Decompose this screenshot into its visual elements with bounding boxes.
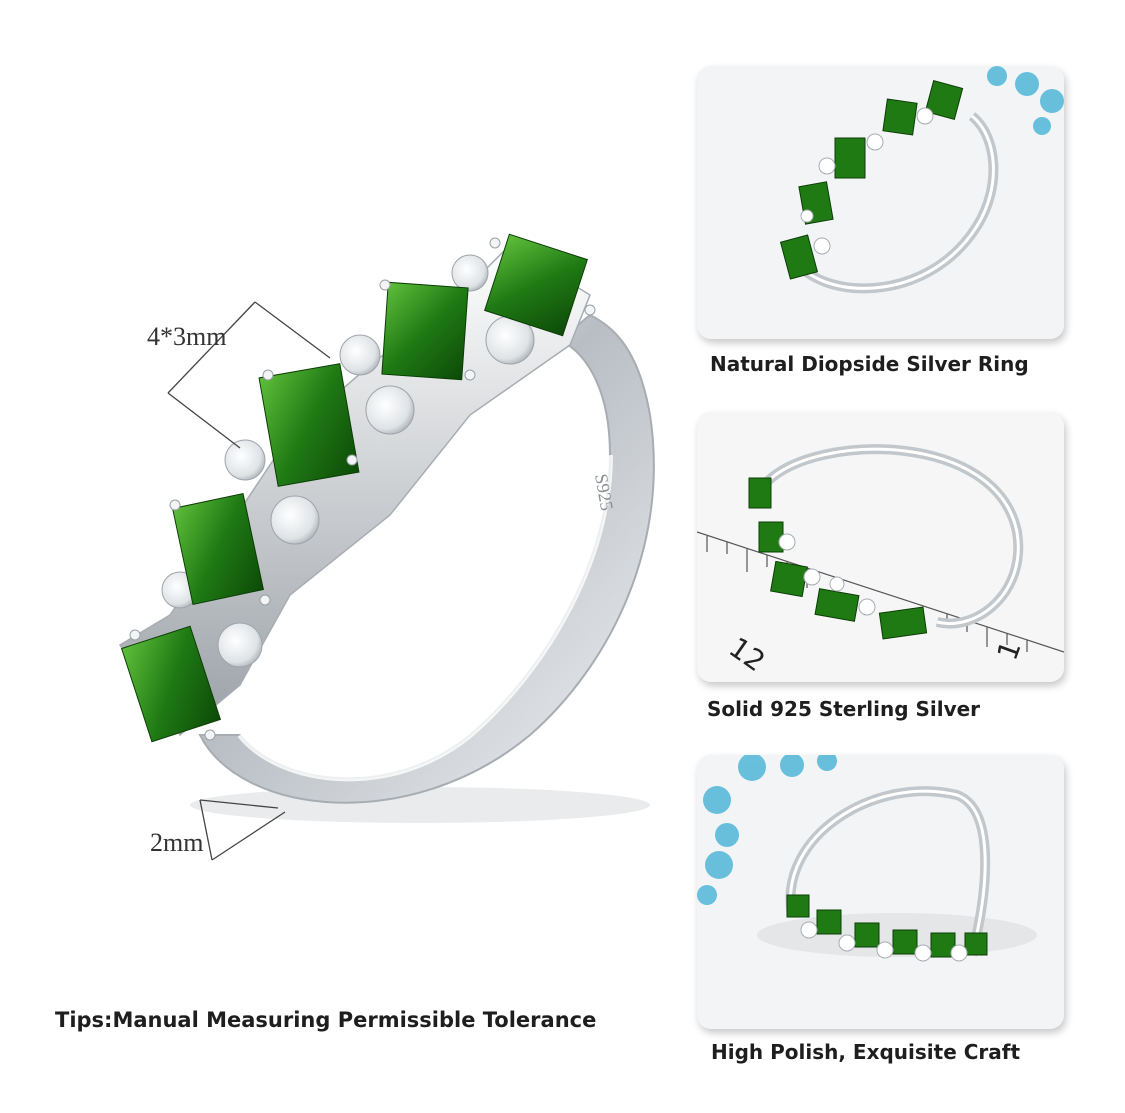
caption-sterling-silver: Solid 925 Sterling Silver — [707, 697, 981, 721]
tips-text: Tips:Manual Measuring Permissible Tolera… — [55, 1008, 597, 1032]
dimension-gem-size: 4*3mm — [147, 322, 227, 351]
thumbnail-ring-on-ruler: 12 1 — [697, 412, 1064, 682]
dimension-band-width: 2mm — [150, 828, 204, 857]
caption-diopside-ring: Natural Diopside Silver Ring — [710, 352, 1029, 376]
main-ring-image: S925 — [90, 215, 680, 835]
flower-decoration — [697, 755, 837, 905]
ring-illustration: S925 — [118, 233, 655, 823]
thumbnail-diopside-ring — [697, 66, 1064, 339]
diamond-stones — [161, 254, 535, 668]
flower-decoration — [987, 66, 1064, 135]
diopside-gems — [120, 233, 588, 743]
thumbnail-high-polish — [697, 755, 1064, 1029]
caption-high-polish: High Polish, Exquisite Craft — [711, 1040, 1021, 1064]
